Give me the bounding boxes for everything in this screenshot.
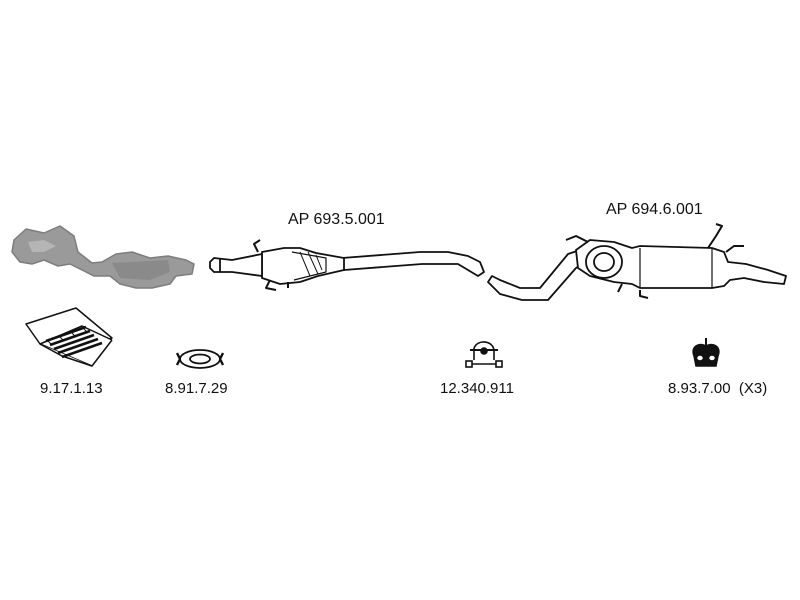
rear-muffler-icon [487, 223, 787, 301]
pipe-clamp-label: 12.340.911 [440, 380, 514, 397]
ring-gasket-icon [175, 349, 225, 369]
mounting-kit-label: 9.17.1.13 [40, 380, 103, 397]
hardware-kit-box-icon [25, 307, 113, 367]
rubber-hanger-icon [692, 338, 720, 367]
rubber-hanger-part-number: 8.93.7.00 [668, 380, 731, 397]
u-bolt-clamp-icon [465, 341, 503, 368]
rubber-hanger-quantity: (X3) [738, 380, 768, 397]
front-pipe-icon [11, 225, 195, 289]
rubber-hanger-label: 8.93.7.00 (X3) [668, 380, 767, 398]
flange-gasket-label: 8.91.7.29 [165, 380, 228, 397]
center-section-label: AP 693.5.001 [288, 211, 385, 228]
catalytic-converter-icon [209, 239, 485, 291]
rear-silencer-label: AP 694.6.001 [606, 201, 703, 218]
